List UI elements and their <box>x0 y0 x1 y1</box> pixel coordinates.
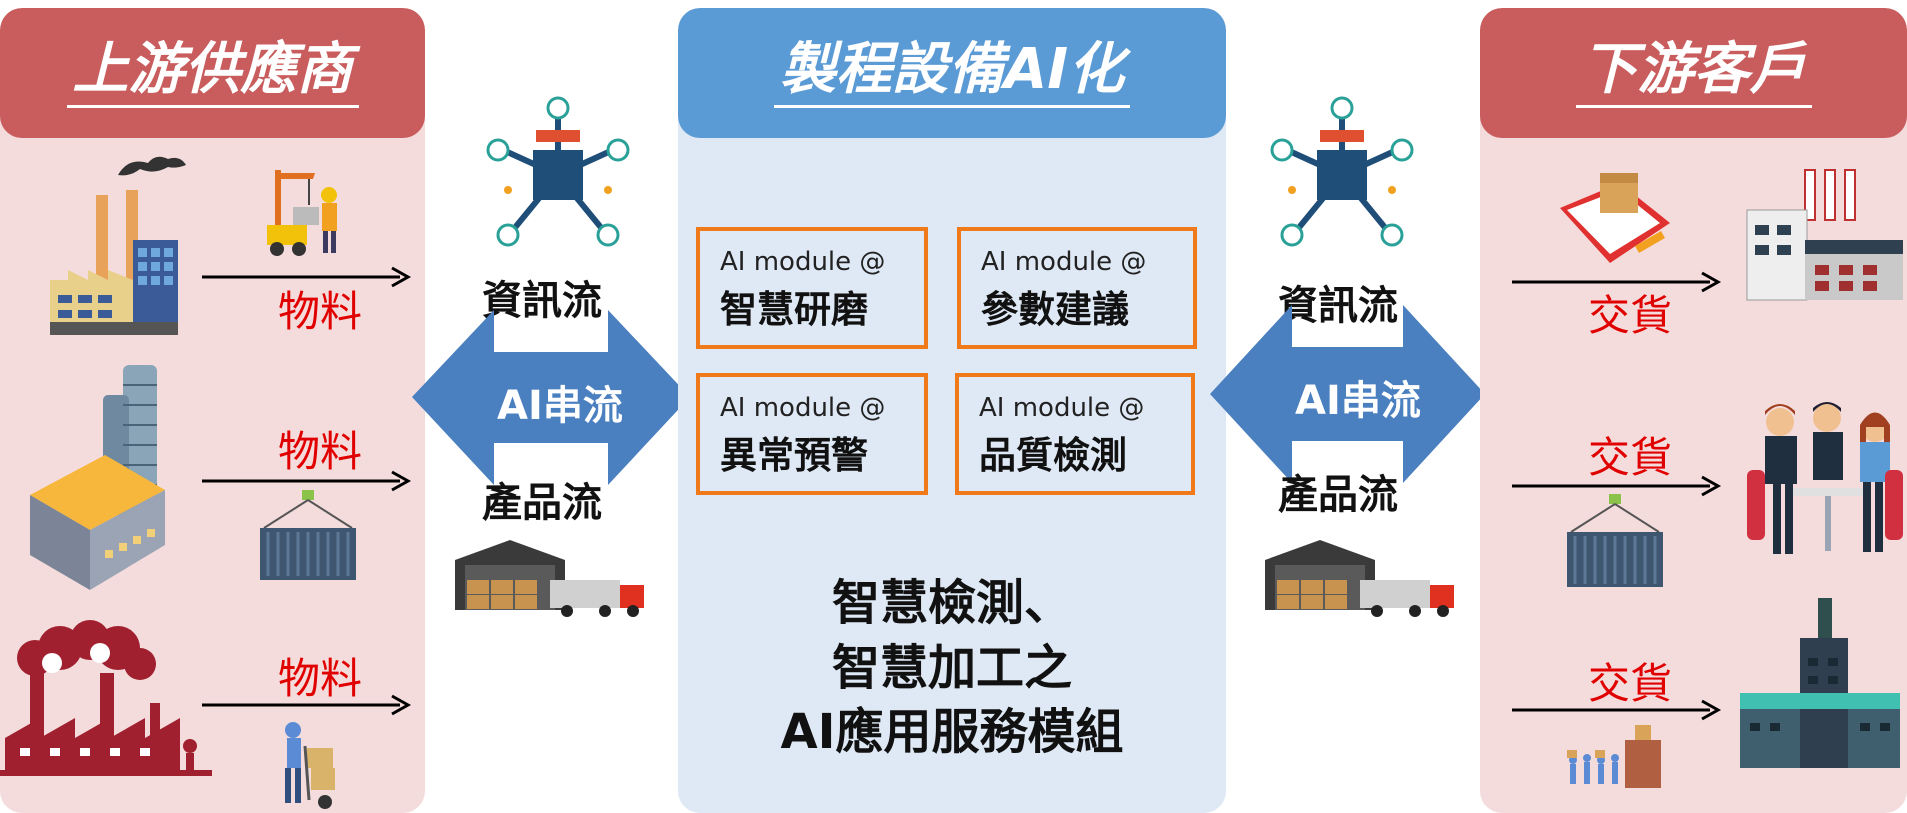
module-prefix: AI module @ <box>979 393 1145 423</box>
delivery-label-3: 交貨 <box>1588 659 1673 708</box>
ai-network-icon <box>1270 96 1414 247</box>
module-smart-grinding: AI module @ 智慧研磨 <box>696 227 928 349</box>
material-arrow-1 <box>202 266 412 288</box>
midstream-header: 製程設備AI化 <box>678 8 1226 138</box>
summary-line-2: 智慧加工之 <box>831 640 1072 696</box>
container-icon <box>260 490 356 580</box>
upstream-header: 上游供應商 <box>0 8 425 138</box>
module-name: 品質檢測 <box>979 434 1127 477</box>
module-name: 異常預警 <box>720 434 868 477</box>
module-quality-inspection: AI module @ 品質檢測 <box>955 373 1195 495</box>
module-prefix: AI module @ <box>720 393 886 423</box>
delivery-arrow-3 <box>1512 699 1722 721</box>
business-meeting-icon <box>1747 402 1903 554</box>
warehouse-truck-icon <box>455 540 644 617</box>
module-name: 參數建議 <box>981 288 1129 331</box>
midstream-title: 製程設備AI化 <box>773 37 1131 108</box>
ai-stream-double-arrow-left <box>412 310 690 485</box>
module-prefix: AI module @ <box>720 247 886 277</box>
warehouse-truck-icon <box>1265 540 1454 617</box>
container-icon <box>1567 494 1663 587</box>
module-prefix: AI module @ <box>981 247 1147 277</box>
delivery-label-1: 交貨 <box>1588 291 1673 340</box>
order-clipboard-icon <box>1560 173 1670 263</box>
info-flow-label-right: 資訊流 <box>1278 283 1398 329</box>
summary-line-1: 智慧檢測、 <box>831 575 1072 631</box>
product-flow-label-left: 產品流 <box>482 480 602 526</box>
delivery-label-2: 交貨 <box>1588 433 1673 482</box>
teal-factory-icon <box>1740 598 1900 768</box>
downstream-title: 下游客戶 <box>1575 37 1812 108</box>
material-arrow-3 <box>202 694 412 716</box>
crane-worker-icon <box>267 170 337 256</box>
info-flow-label-left: 資訊流 <box>482 278 602 324</box>
upstream-panel: 上游供應商 <box>0 8 425 813</box>
module-anomaly-warning: AI module @ 異常預警 <box>696 373 928 495</box>
product-flow-label-right: 產品流 <box>1278 472 1398 518</box>
ai-stream-label-left: AI串流 <box>497 383 623 429</box>
upstream-title: 上游供應商 <box>66 37 359 108</box>
module-parameter-suggestion: AI module @ 參數建議 <box>957 227 1197 349</box>
material-label-3: 物料 <box>278 654 363 703</box>
logistics-workers-icon <box>1567 725 1661 788</box>
warehouse-silo-icon <box>30 365 165 590</box>
customer-factory-icon <box>1746 169 1903 301</box>
material-label-2: 物料 <box>278 427 363 476</box>
polluting-factory-icon <box>0 620 212 776</box>
factory-icon <box>50 156 186 335</box>
ai-stream-double-arrow-right <box>1210 305 1485 483</box>
downstream-header: 下游客戶 <box>1480 8 1907 138</box>
ai-stream-label-right: AI串流 <box>1295 378 1421 424</box>
delivery-arrow-1 <box>1512 271 1722 293</box>
delivery-arrow-2 <box>1512 475 1722 497</box>
material-label-1: 物料 <box>278 287 363 336</box>
summary-line-3: AI應用服務模組 <box>780 704 1124 760</box>
module-name: 智慧研磨 <box>720 288 868 331</box>
material-arrow-2 <box>202 470 412 492</box>
ai-network-icon <box>486 96 630 247</box>
delivery-worker-icon <box>285 722 335 809</box>
